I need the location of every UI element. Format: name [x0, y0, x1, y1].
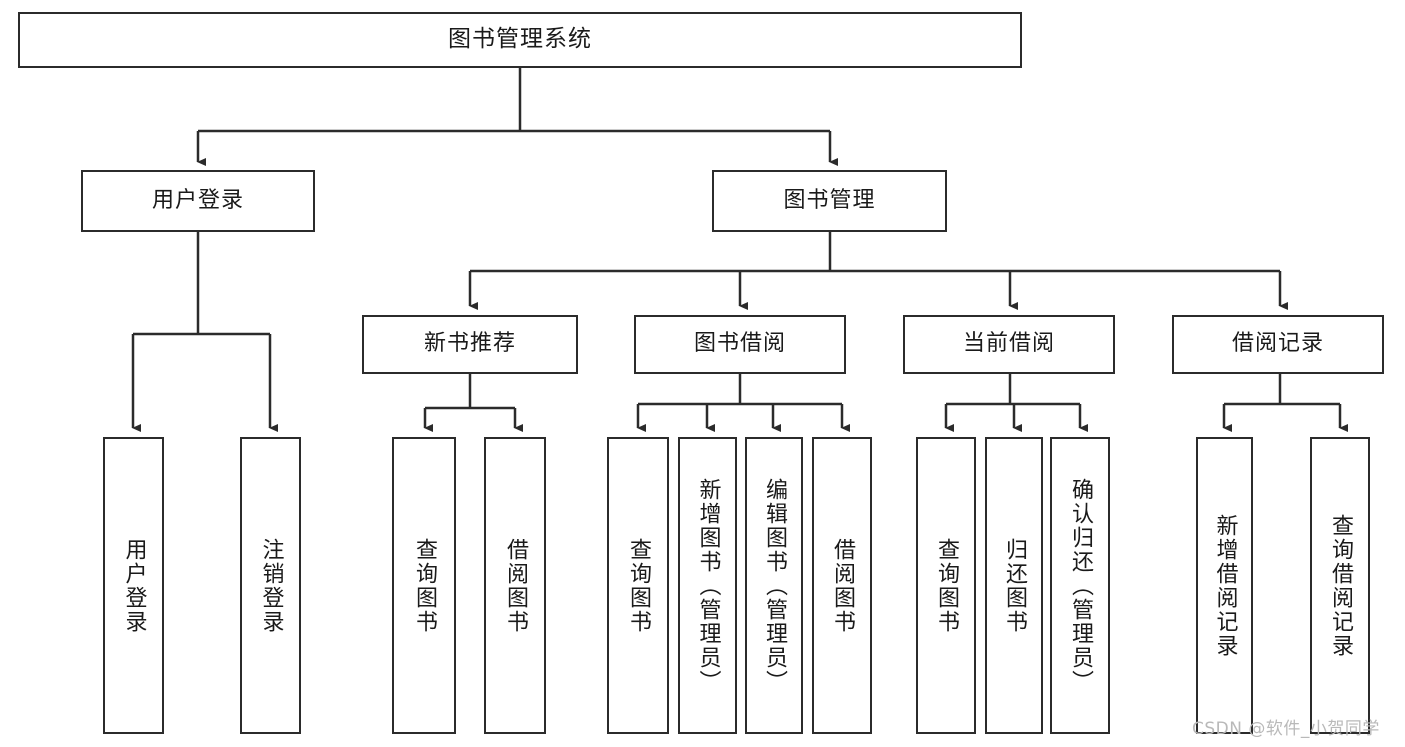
node-label: 新增借阅记录: [1212, 513, 1238, 658]
node-label: 图书借阅: [693, 331, 786, 357]
node-label: 编辑图书（管理员）: [761, 477, 787, 694]
node-label: 用户登录: [121, 537, 147, 634]
node-label: 新书推荐: [423, 331, 516, 357]
node-leaf-user-login[interactable]: 用户登录: [103, 437, 164, 734]
node-label: 借阅图书: [829, 537, 855, 634]
node-leaf-confirm-return-admin[interactable]: 确认归还（管理员）: [1050, 437, 1110, 734]
node-label: 借阅图书: [502, 537, 528, 634]
node-leaf-query-book-bb[interactable]: 查询图书: [607, 437, 669, 734]
node-leaf-edit-book-admin[interactable]: 编辑图书（管理员）: [745, 437, 803, 734]
node-label: 查询图书: [933, 537, 959, 634]
node-leaf-borrow-book-nbr[interactable]: 借阅图书: [484, 437, 546, 734]
node-leaf-query-borrow-record[interactable]: 查询借阅记录: [1310, 437, 1370, 734]
node-label: 确认归还（管理员）: [1067, 477, 1093, 694]
node-user-login[interactable]: 用户登录: [81, 170, 315, 232]
node-label: 查询图书: [625, 537, 651, 634]
node-label: 查询借阅记录: [1327, 513, 1353, 658]
node-label: 归还图书: [1001, 537, 1027, 634]
node-borrowing-record[interactable]: 借阅记录: [1172, 315, 1384, 374]
node-leaf-add-borrow-record[interactable]: 新增借阅记录: [1196, 437, 1253, 734]
node-label: 查询图书: [411, 537, 437, 634]
node-label: 借阅记录: [1231, 331, 1324, 357]
node-label: 当前借阅: [962, 331, 1055, 357]
node-leaf-return-book[interactable]: 归还图书: [985, 437, 1043, 734]
node-label: 图书管理: [783, 187, 876, 213]
node-leaf-query-book-cb[interactable]: 查询图书: [916, 437, 976, 734]
node-leaf-add-book-admin[interactable]: 新增图书（管理员）: [678, 437, 737, 734]
node-book-management[interactable]: 图书管理: [712, 170, 947, 232]
node-book-borrowing[interactable]: 图书借阅: [634, 315, 846, 374]
node-leaf-query-book-nbr[interactable]: 查询图书: [392, 437, 456, 734]
node-label: 用户登录: [151, 187, 244, 213]
node-label: 新增图书（管理员）: [695, 477, 721, 694]
node-label: 注销登录: [258, 537, 284, 634]
node-new-book-recommendation[interactable]: 新书推荐: [362, 315, 578, 374]
node-label: 图书管理系统: [448, 26, 592, 53]
node-leaf-logout[interactable]: 注销登录: [240, 437, 301, 734]
csdn-watermark: CSDN @软件_小贺同学: [1192, 719, 1380, 739]
node-root-book-management-system[interactable]: 图书管理系统: [18, 12, 1022, 68]
node-current-borrowing[interactable]: 当前借阅: [903, 315, 1115, 374]
node-leaf-borrow-book-bb[interactable]: 借阅图书: [812, 437, 872, 734]
